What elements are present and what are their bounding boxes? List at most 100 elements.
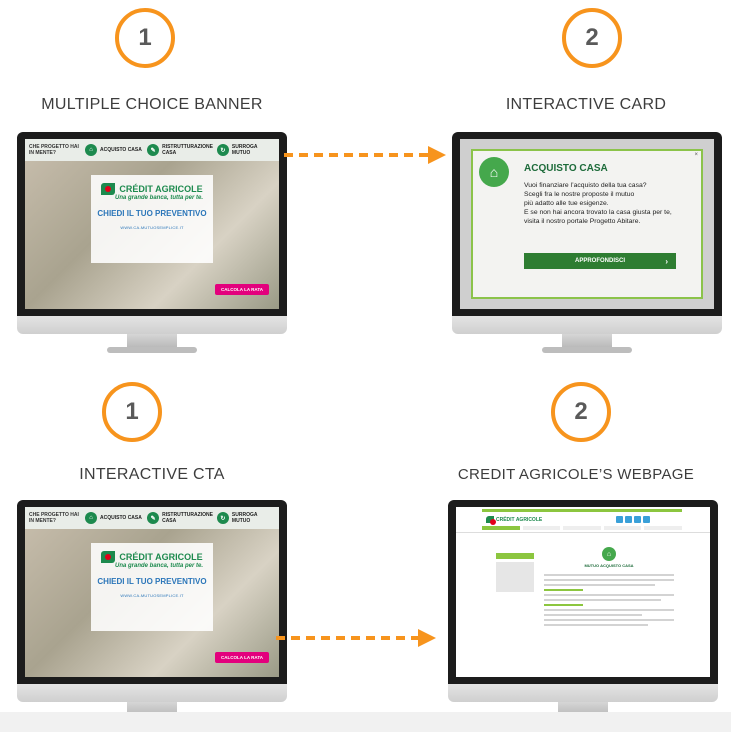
caption-interactive-card: INTERACTIVE CARD (505, 96, 667, 113)
brand-tagline: Una grande banca, tutta per te. (114, 195, 204, 201)
web-header: CRÉDIT AGRICOLE (456, 507, 710, 533)
option-ristrutturazione-casa[interactable]: ✎RISTRUTTURAZIONE CASA (147, 512, 213, 524)
interactive-card-screen: × ⌂ ACQUISTO CASA Vuoi finanziare l’acqu… (460, 139, 714, 309)
monitor-card: × ⌂ ACQUISTO CASA Vuoi finanziare l’acqu… (452, 132, 722, 353)
caption-interactive-cta: INTERACTIVE CTA (79, 466, 225, 483)
card-title: ACQUISTO CASA (524, 163, 608, 174)
home-icon: ⌂ (85, 512, 97, 524)
brand-panel: CRÉDIT AGRICOLE Una grande banca, tutta … (91, 543, 213, 631)
option-surroga-mutuo[interactable]: ↻SURROGA MUTUO (216, 144, 275, 156)
monitor-bezel: × ⌂ ACQUISTO CASA Vuoi finanziare l’acqu… (452, 132, 722, 316)
monitor-chin (17, 684, 287, 702)
home-icon: ⌂ (479, 157, 509, 187)
card-line: visita il nostro portale Progetto Abitar… (524, 218, 641, 225)
option-ristrutturazione-casa[interactable]: ✎RISTRUTTURAZIONE CASA (147, 144, 213, 156)
refresh-icon: ↻ (216, 512, 229, 524)
monitor-chin (448, 684, 718, 702)
option-label: RISTRUTTURAZIONE CASA (162, 144, 213, 156)
monitor-stand (562, 334, 612, 348)
brand-tagline: Una grande banca, tutta per te. (114, 563, 204, 569)
web-sidebar (496, 553, 534, 613)
option-label: ACQUISTO CASA (100, 147, 142, 153)
banner-question: CHE PROGETTO HAI IN MENTE? (29, 512, 79, 524)
social-icon[interactable] (616, 516, 623, 523)
text-line (544, 574, 674, 576)
nav-item[interactable] (644, 526, 682, 530)
cta-preventivo[interactable]: CHIEDI IL TUO PREVENTIVO (97, 577, 207, 586)
web-page-title: MUTUO ACQUISTO CASA (584, 563, 634, 568)
button-label: APPROFONDISCI (574, 258, 625, 264)
brand-panel: CRÉDIT AGRICOLE Una grande banca, tutta … (91, 175, 213, 263)
text-link[interactable] (544, 604, 583, 606)
arrow-right-icon (276, 629, 436, 647)
calcola-rata-button[interactable]: CALCOLA LA RATA (215, 652, 269, 663)
tools-icon: ✎ (147, 512, 160, 524)
cta-preventivo[interactable]: CHIEDI IL TUO PREVENTIVO (97, 209, 207, 218)
sidebar-heading (496, 553, 534, 559)
option-surroga-mutuo[interactable]: ↻SURROGA MUTUO (216, 512, 275, 524)
option-acquisto-casa[interactable]: ⌂ACQUISTO CASA (85, 144, 143, 156)
banner-ad[interactable]: CHE PROGETTO HAI IN MENTE? ⌂ACQUISTO CAS… (25, 507, 279, 677)
ca-logo-icon (486, 516, 496, 525)
web-main: ⌂ MUTUO ACQUISTO CASA (544, 547, 674, 629)
banner-url: WWW.CA-MUTUOSEMPLICE.IT (120, 593, 184, 598)
step-number-2: 2 (551, 382, 611, 442)
card-line: E se non hai ancora trovato la casa gius… (524, 209, 672, 216)
interactive-card: × ⌂ ACQUISTO CASA Vuoi finanziare l’acqu… (471, 149, 703, 299)
step-number-2: 2 (562, 8, 622, 68)
calcola-rata-button[interactable]: CALCOLA LA RATA (215, 284, 269, 295)
close-icon[interactable]: × (694, 152, 698, 158)
web-header-icons (616, 516, 650, 523)
option-acquisto-casa[interactable]: ⌂ACQUISTO CASA (85, 512, 143, 524)
text-line (544, 579, 674, 581)
card-line: più adatto alle tue esigenze. (524, 200, 609, 207)
ca-logo-icon (101, 183, 116, 195)
web-top-bar (482, 509, 682, 512)
chevron-right-icon: › (665, 256, 668, 266)
monitor-cta: CHE PROGETTO HAI IN MENTE? ⌂ACQUISTO CAS… (17, 500, 287, 721)
text-link[interactable] (544, 589, 583, 591)
approfondisci-button[interactable]: APPROFONDISCI › (524, 253, 676, 269)
text-line (544, 614, 642, 616)
card-text: Vuoi finanziare l’acquisto della tua cas… (524, 181, 704, 226)
nav-item[interactable] (563, 526, 601, 530)
option-label: RISTRUTTURAZIONE CASA (162, 512, 213, 524)
ca-logo: CRÉDIT AGRICOLE (101, 551, 203, 563)
nav-item[interactable] (522, 526, 561, 530)
nav-item[interactable] (482, 526, 520, 530)
ca-logo[interactable]: CRÉDIT AGRICOLE (486, 516, 543, 525)
step-number-1: 1 (102, 382, 162, 442)
monitor-bezel: CRÉDIT AGRICOLE ⌂ MUTUO ACQUISTO CASA (448, 500, 718, 684)
monitor-webpage: CRÉDIT AGRICOLE ⌂ MUTUO ACQUISTO CASA (448, 500, 718, 721)
home-icon: ⌂ (602, 547, 616, 561)
monitor-foot (107, 347, 197, 353)
card-line: Scegli fra le nostre proposte il mutuo (524, 191, 635, 198)
monitor-bezel: CHE PROGETTO HAI IN MENTE? ⌂ACQUISTO CAS… (17, 500, 287, 684)
social-icon[interactable] (625, 516, 632, 523)
text-line (544, 584, 655, 586)
monitor-foot (542, 347, 632, 353)
monitor-bezel: CHE PROGETTO HAI IN MENTE? ⌂ACQUISTO CAS… (17, 132, 287, 316)
social-icon[interactable] (643, 516, 650, 523)
ca-logo-icon (101, 551, 116, 563)
option-label: ACQUISTO CASA (100, 515, 142, 521)
step-number-1: 1 (115, 8, 175, 68)
text-line (544, 594, 674, 596)
nav-item[interactable] (603, 526, 642, 530)
option-label: SURROGA MUTUO (231, 512, 258, 524)
credit-agricole-webpage: CRÉDIT AGRICOLE ⌂ MUTUO ACQUISTO CASA (456, 507, 710, 677)
banner-ad[interactable]: CHE PROGETTO HAI IN MENTE? ⌂ACQUISTO CAS… (25, 139, 279, 309)
text-line (544, 599, 661, 601)
banner-question: CHE PROGETTO HAI IN MENTE? (29, 144, 79, 156)
social-icon[interactable] (634, 516, 641, 523)
text-line (544, 624, 648, 626)
banner-choice-bar: CHE PROGETTO HAI IN MENTE? ⌂ACQUISTO CAS… (25, 139, 279, 161)
brand-name: CRÉDIT AGRICOLE (496, 516, 543, 523)
ca-logo: CRÉDIT AGRICOLE (101, 183, 203, 195)
brand-name: CRÉDIT AGRICOLE (119, 184, 203, 194)
web-nav (482, 526, 682, 531)
tools-icon: ✎ (147, 144, 160, 156)
refresh-icon: ↻ (216, 144, 229, 156)
arrow-right-icon (284, 146, 446, 164)
